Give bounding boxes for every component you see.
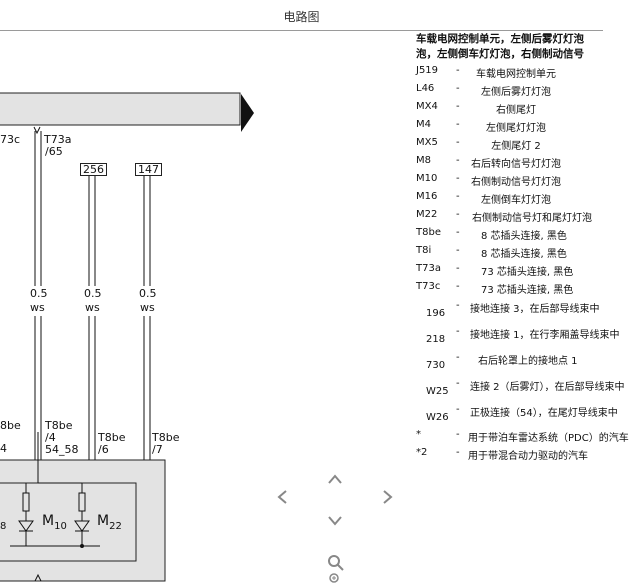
expand-arrow-icon[interactable] — [241, 94, 254, 132]
connector-t73c-label: 73c — [0, 133, 21, 146]
legend-item: MX5-左侧尾灯 2 — [416, 137, 541, 152]
wire-id-256: 256 — [80, 163, 107, 176]
legend-item: M8-右后转向信号灯灯泡 — [416, 155, 561, 170]
wire-color: ws — [30, 301, 45, 314]
connector-label: T8be — [152, 431, 180, 444]
wire-gauge: 0.5 — [30, 287, 48, 300]
connector-pin: 4 — [0, 442, 7, 455]
wire-color: ws — [85, 301, 100, 314]
legend-heading: 车载电网控制单元，左侧后雾灯灯泡 — [416, 33, 584, 45]
wire-id-147: 147 — [135, 163, 162, 176]
chevron-left-icon[interactable] — [276, 489, 288, 509]
connector-t73a-label: T73a — [44, 133, 72, 146]
magnifier-icon[interactable] — [327, 554, 345, 585]
connector-pin: 54_58 — [45, 443, 79, 456]
connector-t73a-pin: /65 — [45, 145, 63, 158]
legend-note: W26-正极连接（54），在尾灯导线束中 — [426, 404, 618, 423]
legend-item: M16-左侧倒车灯灯泡 — [416, 191, 551, 206]
legend-item: T8be-8 芯插头连接, 黑色 — [416, 227, 567, 242]
diagram-lines — [0, 92, 241, 582]
wire-gauge: 0.5 — [84, 287, 102, 300]
connector-label: T8be — [98, 431, 126, 444]
wire-color: ws — [140, 301, 155, 314]
legend-note: 730-右后轮罩上的接地点 1 — [426, 352, 578, 371]
component-label: M10 — [42, 513, 67, 532]
chevron-down-icon[interactable] — [327, 512, 343, 531]
legend-item: T73c-73 芯插头连接, 黑色 — [416, 281, 574, 296]
legend-item: T73a-73 芯插头连接, 黑色 — [416, 263, 574, 278]
connector-pin: /4 — [45, 431, 56, 444]
legend-heading: 泡，左侧倒车灯灯泡，右侧制动信号 — [416, 48, 584, 60]
wire-gauge: 0.5 — [139, 287, 157, 300]
connector-label: T8be — [45, 419, 73, 432]
legend-item: M22-右侧制动信号灯和尾灯灯泡 — [416, 209, 592, 224]
chevron-right-icon[interactable] — [382, 489, 394, 509]
component-label: M22 — [97, 513, 122, 532]
title-bar: 电路图 — [0, 0, 603, 31]
legend-item: M4-左侧尾灯灯泡 — [416, 119, 546, 134]
legend-note: 218-接地连接 1，在行李厢盖导线束中 — [426, 326, 620, 345]
connector-pin: /6 — [98, 443, 109, 456]
legend-item: J519-车载电网控制单元 — [416, 65, 556, 80]
legend-panel: 车载电网控制单元，左侧后雾灯灯泡 泡，左侧倒车灯灯泡，右侧制动信号 J519-车… — [416, 32, 629, 581]
legend-item: T8i-8 芯插头连接, 黑色 — [416, 245, 567, 260]
connector-pin: /7 — [152, 443, 163, 456]
circuit-diagram: 73c T73a /65 256 147 0.5 ws 0.5 ws 0.5 w… — [0, 31, 241, 582]
legend-footnote: *-用于带泊车雷达系统（PDC）的汽车 — [416, 429, 629, 444]
connector-label: 8be — [0, 419, 21, 432]
legend-note: 196-接地连接 3，在后部导线束中 — [426, 300, 600, 319]
window-title: 电路图 — [283, 10, 320, 24]
legend-item: M10-右侧制动信号灯灯泡 — [416, 173, 561, 188]
legend-item: L46-左侧后雾灯灯泡 — [416, 83, 551, 98]
legend-footnote: *2-用于带混合动力驱动的汽车 — [416, 447, 588, 462]
chevron-up-icon[interactable] — [327, 470, 343, 489]
legend-note: W25-连接 2（后雾灯），在后部导线束中 — [426, 378, 625, 397]
legend-item: MX4-右侧尾灯 — [416, 101, 536, 116]
component-label: 8 — [0, 520, 7, 532]
